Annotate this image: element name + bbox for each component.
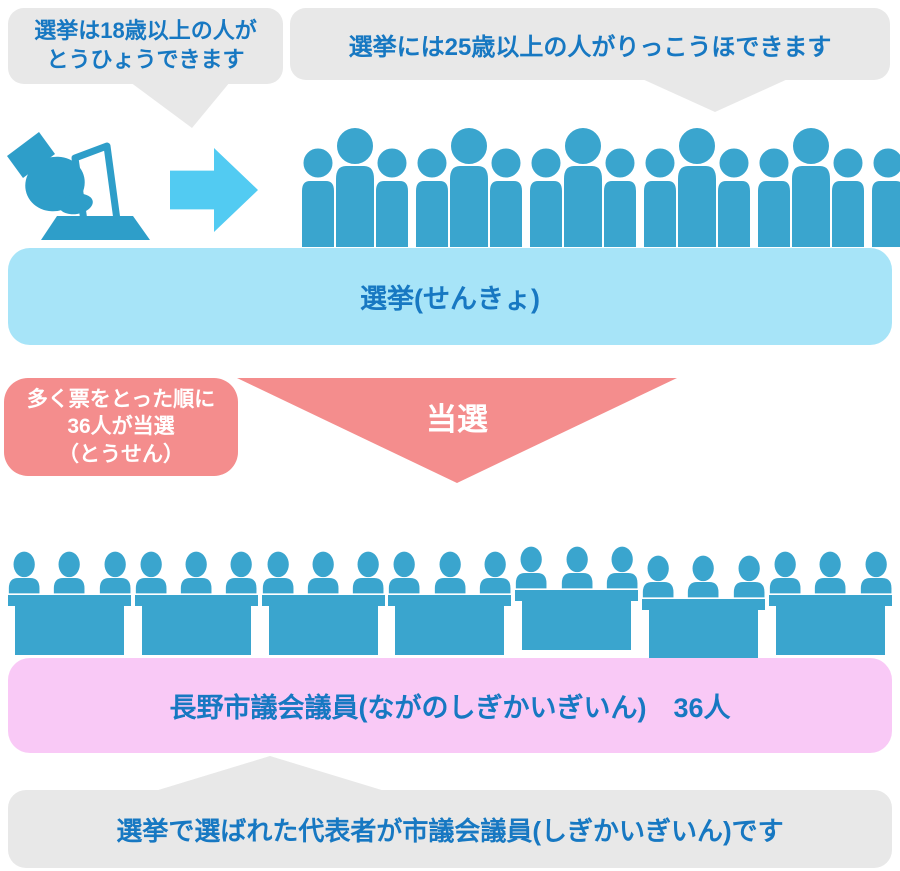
desk-top [261, 595, 385, 606]
desk-top [642, 599, 766, 610]
council-desk-group [134, 548, 258, 655]
desk-body [775, 606, 885, 655]
desk-members [388, 548, 511, 597]
standing-person-icon [756, 147, 792, 248]
right-arrow-icon [170, 148, 258, 232]
standing-person-icon [414, 147, 450, 248]
desk-body [522, 601, 632, 650]
ballot-hand-icon [7, 132, 150, 240]
desk-members [8, 548, 131, 597]
desk-members [515, 543, 638, 592]
election-banner-label: 選挙(せんきょ) [360, 284, 540, 314]
seated-person-icon [99, 551, 131, 594]
standing-person-icon [448, 127, 490, 248]
desk-top [515, 590, 639, 601]
standing-person-icon [528, 147, 564, 248]
vote-age-line2: とうひょうできます [46, 47, 245, 72]
seated-person-icon [688, 555, 719, 598]
desk-top [388, 595, 512, 606]
seated-person-icon [561, 546, 593, 589]
election-banner: 選挙(せんきょ) [8, 248, 892, 345]
seated-person-icon [181, 551, 212, 594]
council-row [8, 546, 892, 659]
seated-person-icon [815, 551, 846, 594]
standing-person-icon [488, 147, 524, 248]
callout-tail-down-icon [130, 82, 230, 128]
council-desk-group [388, 548, 512, 655]
candidate-age-text: 選挙には25歳以上の人がりっこうほできます [348, 33, 832, 61]
voter-cluster [868, 127, 900, 248]
standing-person-icon [334, 127, 376, 248]
seated-person-icon [642, 555, 674, 598]
council-desk-group [515, 543, 639, 650]
voter-cluster [754, 127, 868, 248]
council-banner: 長野市議会議員(ながのしぎかいぎいん) 36人 [8, 658, 892, 753]
desk-members [262, 548, 385, 597]
win-note-line1: 多く票をとった順に [26, 388, 216, 412]
desk-body [15, 606, 124, 655]
vote-age-text: 選挙は18歳以上の人が とうひょうできます [34, 17, 256, 74]
desk-body [649, 610, 759, 659]
voter-cluster [298, 127, 412, 248]
standing-person-icon [870, 147, 900, 248]
vote-age-callout: 選挙は18歳以上の人が とうひょうできます [8, 8, 283, 84]
desk-top [768, 595, 892, 606]
seated-person-icon [769, 551, 801, 594]
standing-person-icon [830, 147, 866, 248]
callout-tail-up-icon [155, 756, 385, 791]
desk-top [134, 595, 258, 606]
win-note-text: 多く票をとった順に 36人が当選 （とうせん） [27, 386, 215, 468]
seated-person-icon [8, 551, 40, 594]
voter-cluster [412, 127, 526, 248]
voter-crowd [298, 125, 900, 248]
seated-person-icon [434, 551, 466, 594]
voter-cluster [526, 127, 640, 248]
council-desk-group [768, 548, 892, 655]
win-note-line2: 36人が当選 [67, 415, 175, 439]
desk-body [268, 606, 378, 655]
seated-person-icon [54, 551, 85, 594]
seated-person-icon [262, 551, 294, 594]
desk-members [135, 548, 258, 597]
seated-person-icon [353, 551, 384, 594]
standing-person-icon [716, 147, 752, 248]
standing-person-icon [374, 147, 410, 248]
standing-person-icon [790, 127, 832, 248]
seated-person-icon [733, 555, 765, 598]
callout-tail-down-icon [640, 78, 790, 112]
seated-person-icon [226, 551, 257, 594]
seated-person-icon [307, 551, 339, 594]
seated-person-icon [860, 551, 892, 594]
desk-members [642, 552, 765, 601]
desk-top [8, 595, 131, 606]
result-callout: 選挙で選ばれた代表者が市議会議員(しぎかいぎいん)です [8, 790, 892, 868]
seated-person-icon [479, 551, 511, 594]
win-arrow-label: 当選 [426, 402, 488, 437]
vote-age-line1: 選挙は18歳以上の人が [34, 18, 257, 44]
council-desk-group [642, 552, 766, 659]
seated-person-icon [389, 551, 420, 594]
voter-cluster [640, 127, 754, 248]
standing-person-icon [676, 127, 718, 248]
standing-person-icon [602, 147, 638, 248]
seated-person-icon [606, 546, 638, 589]
seated-person-icon [135, 551, 167, 594]
result-callout-text: 選挙で選ばれた代表者が市議会議員(しぎかいぎいん)です [116, 815, 784, 846]
desk-members [769, 548, 892, 597]
council-banner-label: 長野市議会議員(ながのしぎかいぎいん) 36人 [169, 693, 731, 723]
council-desk-group [8, 548, 131, 655]
seated-person-icon [516, 546, 547, 589]
desk-body [395, 606, 505, 655]
desk-body [141, 606, 251, 655]
win-note-line3: （とうせん） [58, 442, 184, 466]
council-desk-group [261, 548, 385, 655]
standing-person-icon [562, 127, 604, 248]
win-down-triangle-icon: 当選 [237, 378, 677, 483]
candidate-age-callout: 選挙には25歳以上の人がりっこうほできます [290, 8, 890, 80]
win-note: 多く票をとった順に 36人が当選 （とうせん） [4, 378, 238, 476]
